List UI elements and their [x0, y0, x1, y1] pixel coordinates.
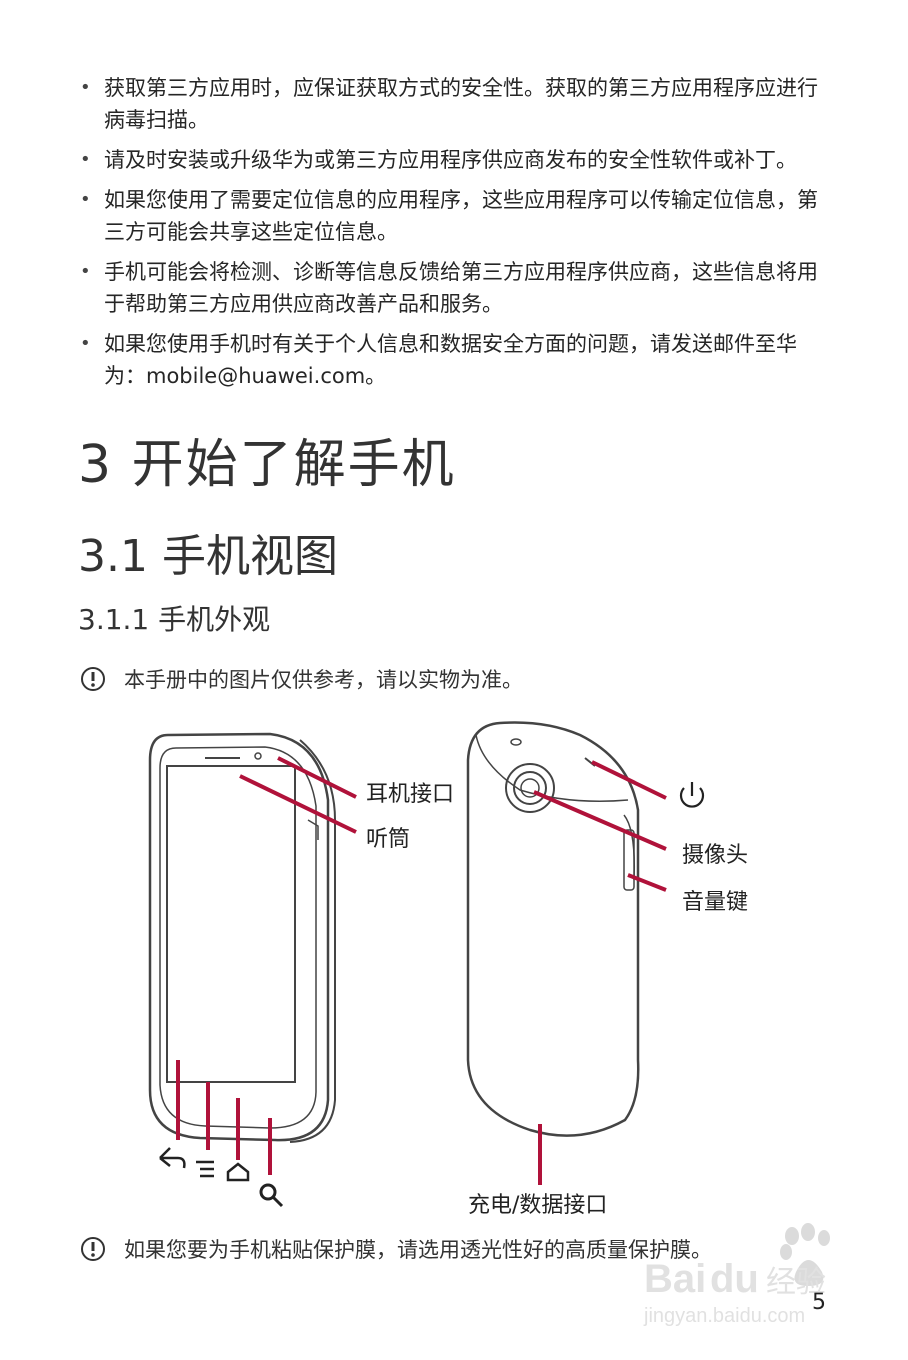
- subsection-heading: 3.1.1 手机外观: [78, 603, 271, 636]
- svg-text:Bai: Bai: [644, 1257, 706, 1301]
- home-icon: [226, 1162, 250, 1182]
- svg-text:du: du: [710, 1257, 759, 1301]
- note-top: 本手册中的图片仅供参考，请以实物为准。: [80, 664, 523, 694]
- bullet-item: •请及时安装或升级华为或第三方应用程序供应商发布的安全性软件或补丁。: [80, 148, 797, 172]
- callout-headset: [277, 756, 357, 799]
- chapter-heading: 3 开始了解手机: [78, 435, 456, 495]
- bullet-item: •手机可能会将检测、诊断等信息反馈给第三方应用程序供应商，这些信息将用于帮助第三…: [80, 260, 818, 316]
- bullet-item: •如果您使用了需要定位信息的应用程序，这些应用程序可以传输定位信息，第三方可能会…: [80, 188, 818, 244]
- svg-text:经验: 经验: [766, 1265, 826, 1300]
- label-camera: 摄像头: [682, 843, 749, 868]
- label-earpiece: 听筒: [366, 827, 411, 852]
- callout-lines: [176, 756, 667, 1185]
- callout-earpiece: [239, 774, 357, 834]
- bullet-item: •获取第三方应用时，应保证获取方式的安全性。获取的第三方应用程序应进行病毒扫描。: [80, 76, 818, 132]
- page-number: 5: [812, 1290, 826, 1315]
- warning-icon: [81, 1237, 105, 1261]
- bullet-item: •如果您使用手机时有关于个人信息和数据安全方面的问题，请发送邮件至华为：mobi…: [80, 332, 797, 388]
- label-charge: 充电/数据接口: [468, 1193, 608, 1218]
- callout-camera: [533, 790, 667, 851]
- search-icon: [259, 1183, 284, 1208]
- bullet-list: •获取第三方应用时，应保证获取方式的安全性。获取的第三方应用程序应进行病毒扫描。…: [78, 72, 838, 400]
- warning-icon: [81, 667, 105, 691]
- phone-back: [466, 721, 640, 1137]
- svg-text:jingyan.baidu.com: jingyan.baidu.com: [643, 1305, 805, 1327]
- back-icon: [159, 1147, 186, 1169]
- label-headset: 耳机接口: [366, 782, 455, 807]
- section-heading: 3.1 手机视图: [78, 531, 338, 582]
- power-icon: [679, 782, 705, 808]
- menu-icon: [196, 1160, 214, 1178]
- callout-power: [591, 760, 667, 800]
- callout-volume: [627, 873, 667, 892]
- label-volume: 音量键: [682, 890, 749, 915]
- watermark-logo: Bai du 经验 jingyan.baidu.com: [643, 1223, 830, 1327]
- note-bottom: 如果您要为手机粘贴保护膜，请选用透光性好的高质量保护膜。: [80, 1234, 712, 1264]
